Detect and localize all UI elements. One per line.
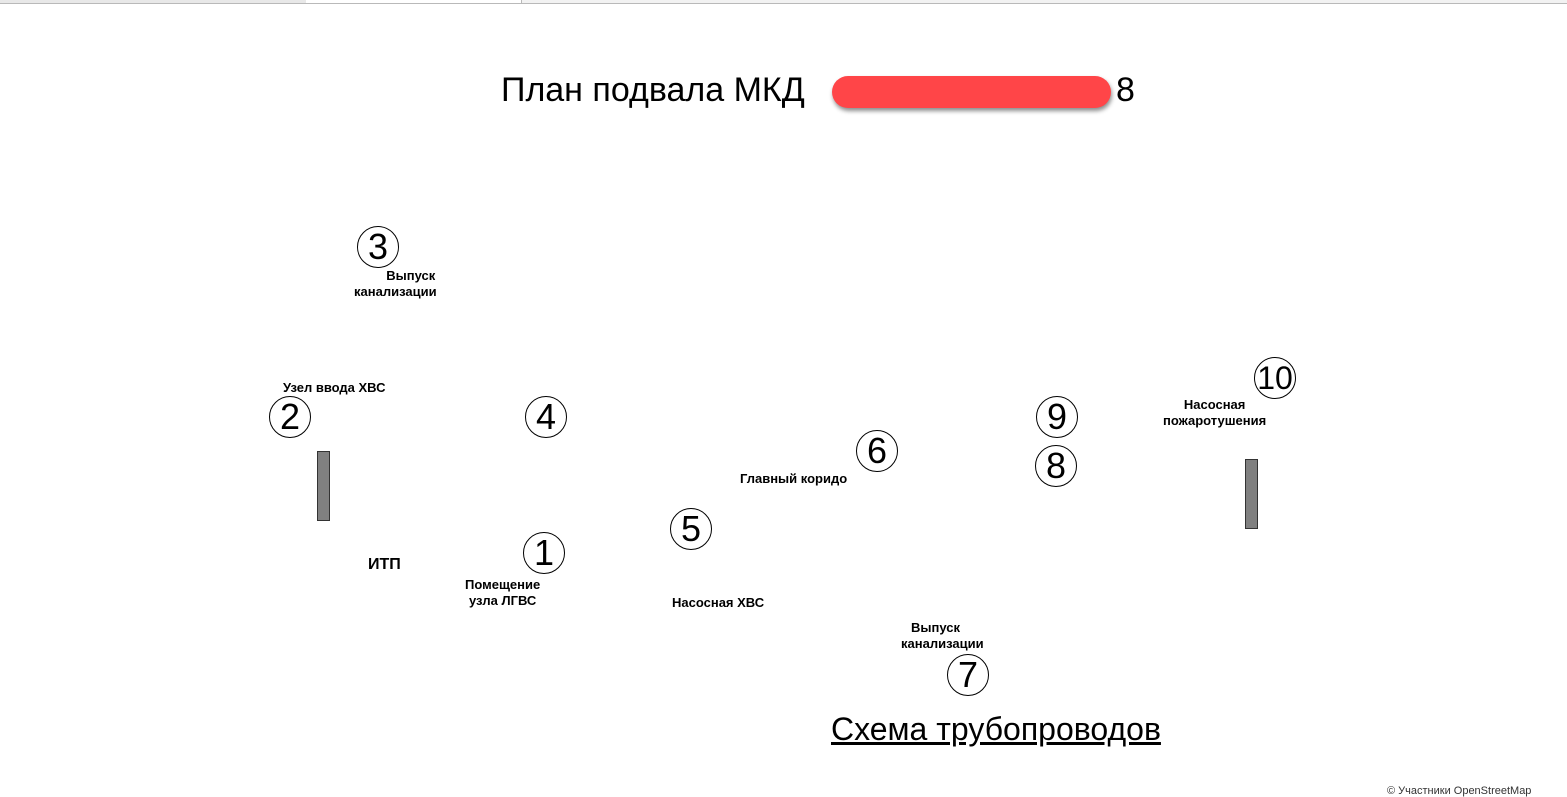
label-line: канализации [354,284,437,299]
marker-number: 5 [680,508,702,549]
page-title-suffix: 8 [1116,71,1135,109]
marker-7[interactable]: 7 [947,654,989,696]
redaction-mark [832,76,1111,108]
label-line: Выпуск [911,620,960,635]
label-itp: ИТП [368,556,401,573]
page-title: План подвала МКД [501,71,805,109]
map-attribution: © Участники OpenStreetMap [1387,785,1532,797]
marker-5[interactable]: 5 [670,508,712,550]
marker-number: 4 [535,396,557,437]
marker-8[interactable]: 8 [1035,445,1077,487]
marker-6[interactable]: 6 [856,430,898,472]
marker-number: 10 [1257,360,1293,396]
label-line: Выпуск [386,268,436,283]
marker-number: 3 [367,226,389,267]
sheet-tab-active[interactable] [306,0,522,3]
marker-4[interactable]: 4 [525,396,567,438]
label-line: узла ЛГВС [469,593,537,608]
label-fire-pump: Насосная пожаротушения [1163,397,1266,429]
label-line: канализации [901,636,984,651]
marker-2[interactable]: 2 [269,396,311,438]
marker-1[interactable]: 1 [523,532,565,574]
label-line: Помещение [465,577,541,592]
marker-number: 2 [279,396,301,437]
sheet-tab[interactable] [0,0,233,3]
label-line: пожаротушения [1163,413,1267,428]
marker-10[interactable]: 10 [1254,357,1296,399]
marker-3[interactable]: 3 [357,226,399,268]
label-cold-water-pump: Насосная ХВС [672,595,765,610]
marker-number: 6 [866,430,888,471]
marker-number: 9 [1046,396,1068,437]
label-cold-water-inlet: Узел ввода ХВС [283,380,386,395]
marker-9[interactable]: 9 [1036,396,1078,438]
marker-number: 7 [957,654,979,695]
sheet-tab-strip [0,0,1567,4]
marker-number: 8 [1045,445,1067,486]
label-line: Насосная [1183,397,1246,412]
pipeline-scheme-link[interactable]: Схема трубопроводов [831,711,1161,747]
wall-segment-left [317,451,330,521]
marker-number: 1 [533,532,555,573]
label-sewer-outlet-top: Выпуск канализации [354,268,437,300]
wall-segment-right [1245,459,1258,529]
label-sewer-outlet-bottom: Выпуск канализации [901,620,984,652]
label-lgvs-room: Помещение узла ЛГВС [465,577,540,609]
sheet-tab[interactable] [232,0,307,3]
label-main-corridor: Главный коридо [740,471,848,486]
